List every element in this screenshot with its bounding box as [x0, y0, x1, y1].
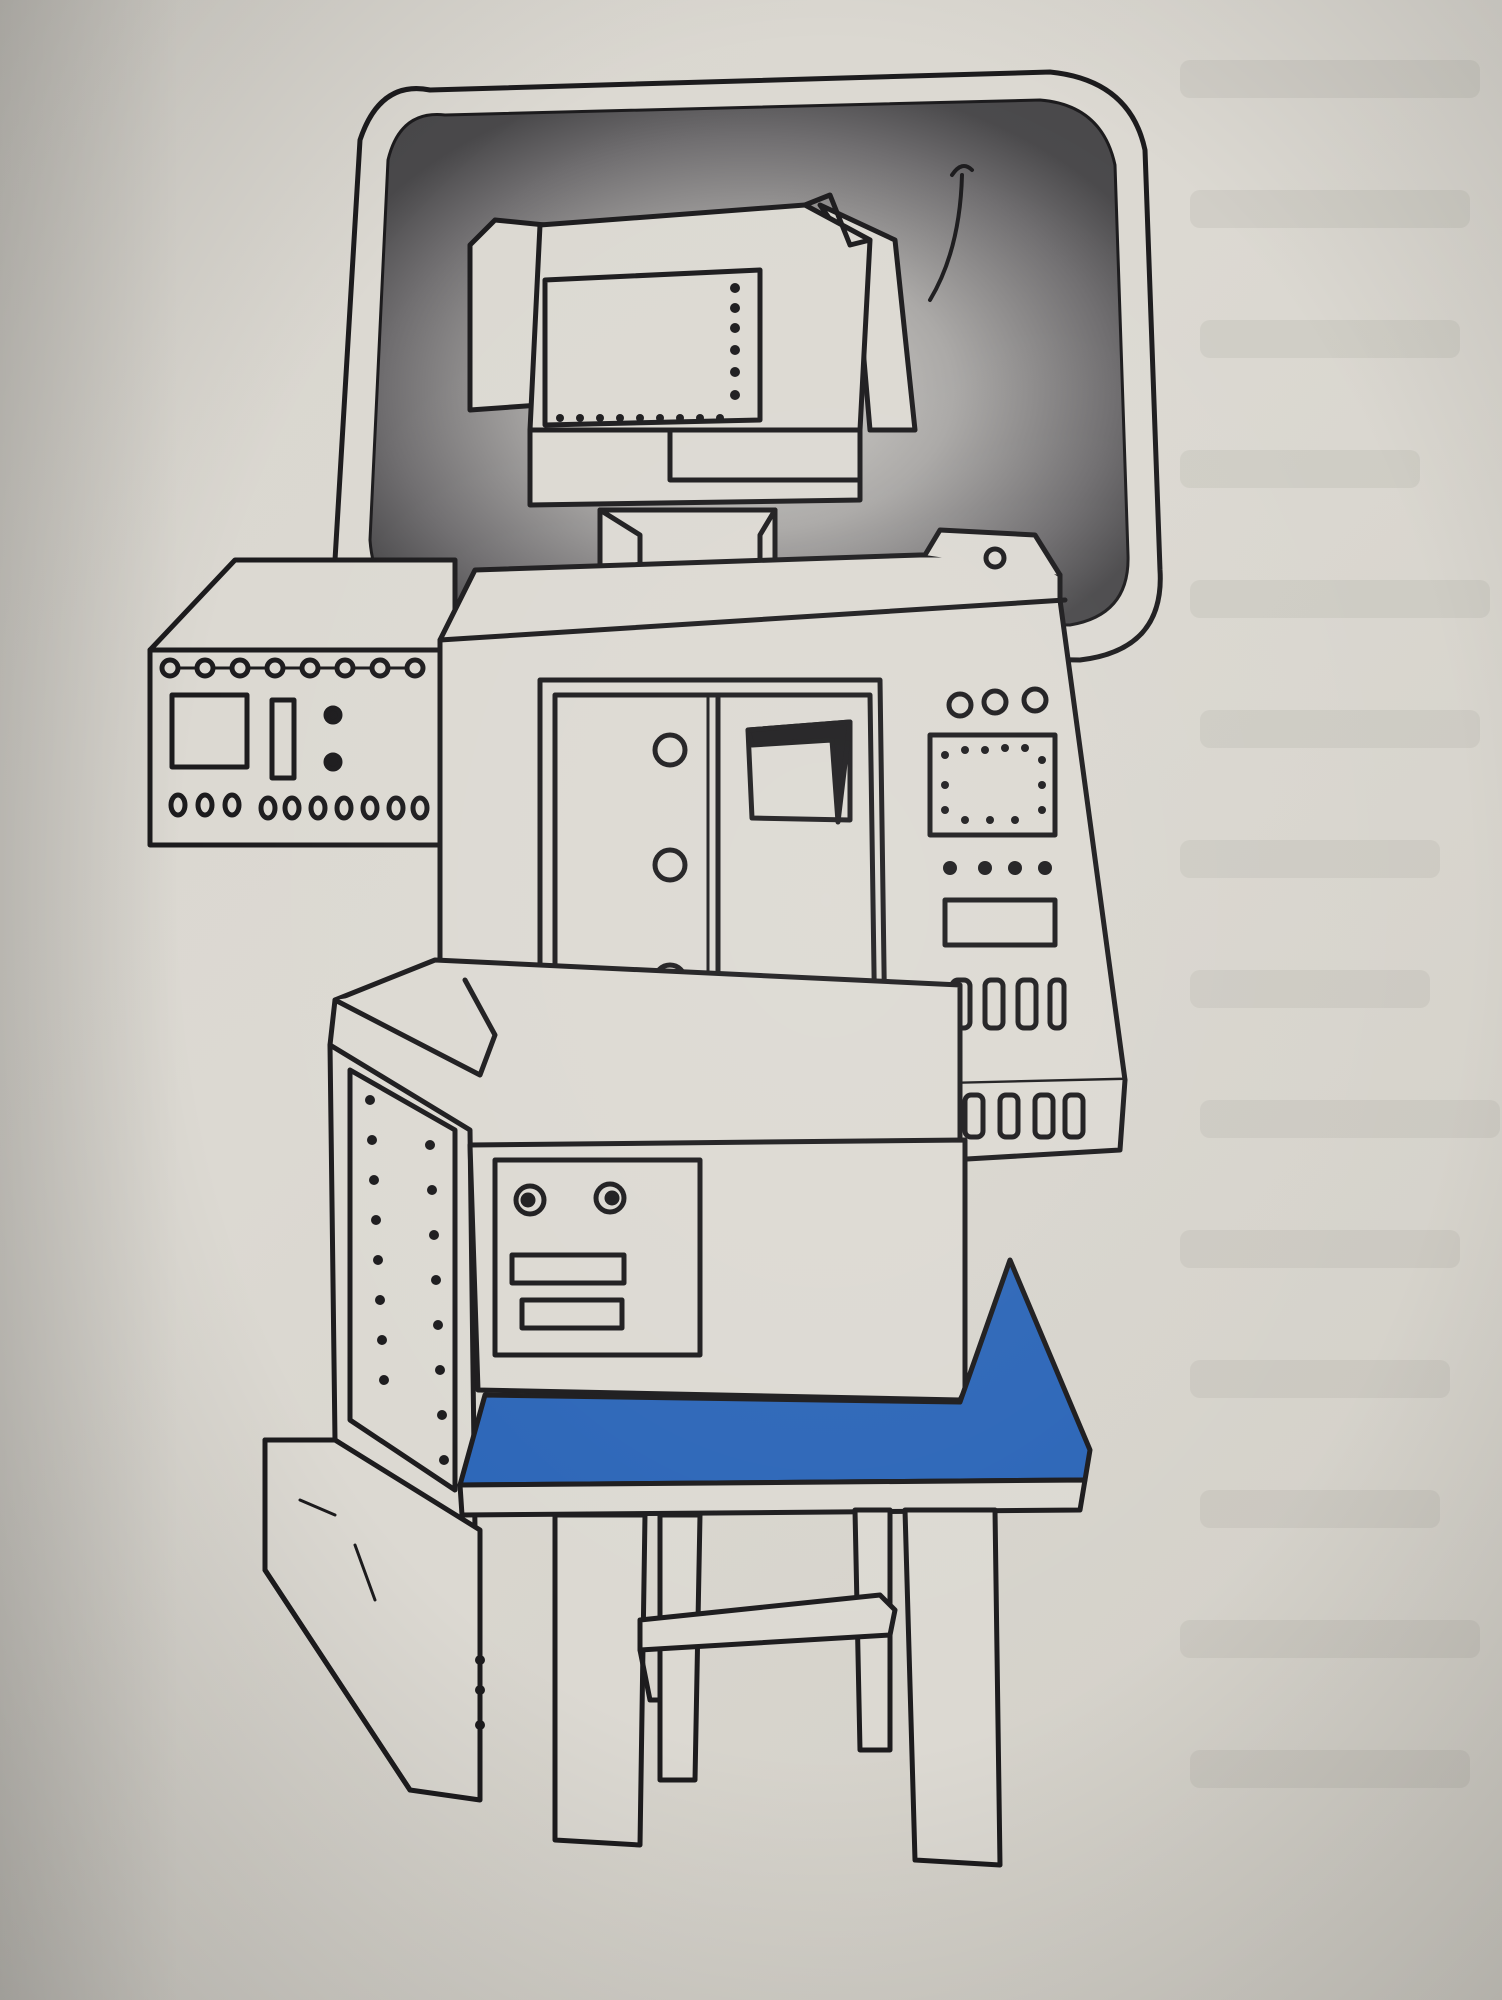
ghost-line	[1200, 1100, 1500, 1138]
ghost-line	[1180, 1230, 1460, 1268]
ghost-line	[1190, 970, 1430, 1008]
ghost-line	[1180, 1620, 1480, 1658]
ghost-line	[1200, 1490, 1440, 1528]
stool-leg-front-right	[902, 1507, 1003, 1868]
face-dots	[556, 283, 740, 422]
rack-dots	[365, 1095, 449, 1465]
stool-leg-front-left	[552, 1512, 648, 1848]
left-arm-screen	[169, 692, 250, 770]
front-instrument-box	[467, 1137, 968, 1403]
left-arm-slot	[269, 697, 297, 781]
ghost-line	[1200, 320, 1460, 358]
ghost-line	[1190, 1750, 1470, 1788]
ghost-line	[1180, 450, 1420, 488]
door-knob-2	[652, 847, 688, 883]
robot-face-block	[467, 192, 918, 593]
ghost-line	[1180, 840, 1440, 878]
ghost-line	[1190, 1360, 1450, 1398]
ghost-line	[1180, 60, 1480, 98]
antenna-cable	[928, 173, 964, 302]
ghost-line	[1190, 190, 1470, 228]
left-arm-knob-row-bottom	[168, 792, 430, 821]
left-arm-knob-row-top	[159, 657, 426, 679]
lower-left-rack	[262, 957, 963, 1803]
stool-rung	[637, 1592, 898, 1653]
left-arm-cabinet	[147, 557, 458, 848]
ghost-line	[1190, 580, 1490, 618]
door-knob-1	[652, 732, 688, 768]
stool	[457, 1257, 1093, 1868]
ghost-line	[1200, 710, 1480, 748]
